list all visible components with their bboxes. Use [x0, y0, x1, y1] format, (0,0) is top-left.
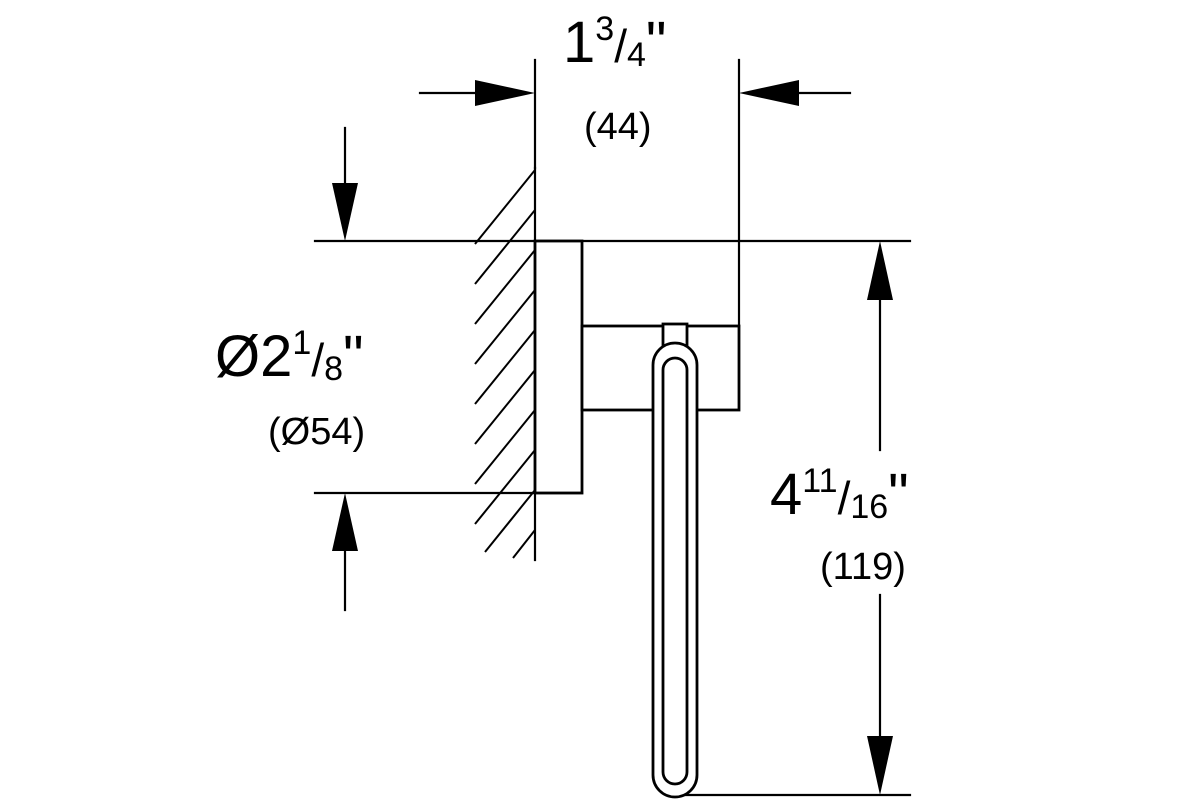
depth-numerator: 3	[595, 10, 615, 48]
depth-arrowhead-left	[475, 80, 535, 106]
height-arrowhead-top	[867, 241, 893, 300]
diameter-symbol: Ø	[215, 324, 261, 389]
height-denominator: 16	[850, 488, 889, 526]
height-dimension-label: 411/16"	[770, 464, 909, 526]
wall-rosette	[533, 239, 584, 495]
height-numerator: 11	[802, 462, 838, 500]
depth-arrowhead-right	[739, 80, 799, 106]
diameter-slash: /	[311, 334, 325, 386]
height-metric-label: (119)	[820, 546, 906, 588]
height-whole: 4	[770, 462, 803, 527]
towel-ring-inner	[661, 356, 689, 786]
height-arrowhead-bottom	[867, 736, 893, 795]
diameter-arrowhead-top	[332, 183, 358, 241]
diameter-dimension-label: Ø21/8"	[215, 326, 364, 388]
depth-slash: /	[614, 20, 627, 72]
height-unit: "	[888, 462, 909, 527]
depth-unit: "	[645, 10, 667, 75]
diameter-metric-label: (Ø54)	[268, 411, 366, 453]
diameter-arrowhead-bottom	[332, 493, 358, 551]
diameter-numerator: 1	[292, 324, 312, 362]
depth-denominator: 4	[626, 36, 646, 74]
depth-whole: 1	[563, 10, 596, 75]
diameter-denominator: 8	[324, 350, 344, 388]
wall-hatching	[474, 169, 536, 559]
depth-dimension-label: 13/4"	[563, 12, 666, 74]
diameter-unit: "	[343, 324, 364, 389]
depth-metric-label: (44)	[584, 106, 652, 148]
diameter-whole: 2	[260, 324, 293, 389]
height-slash: /	[837, 472, 851, 524]
